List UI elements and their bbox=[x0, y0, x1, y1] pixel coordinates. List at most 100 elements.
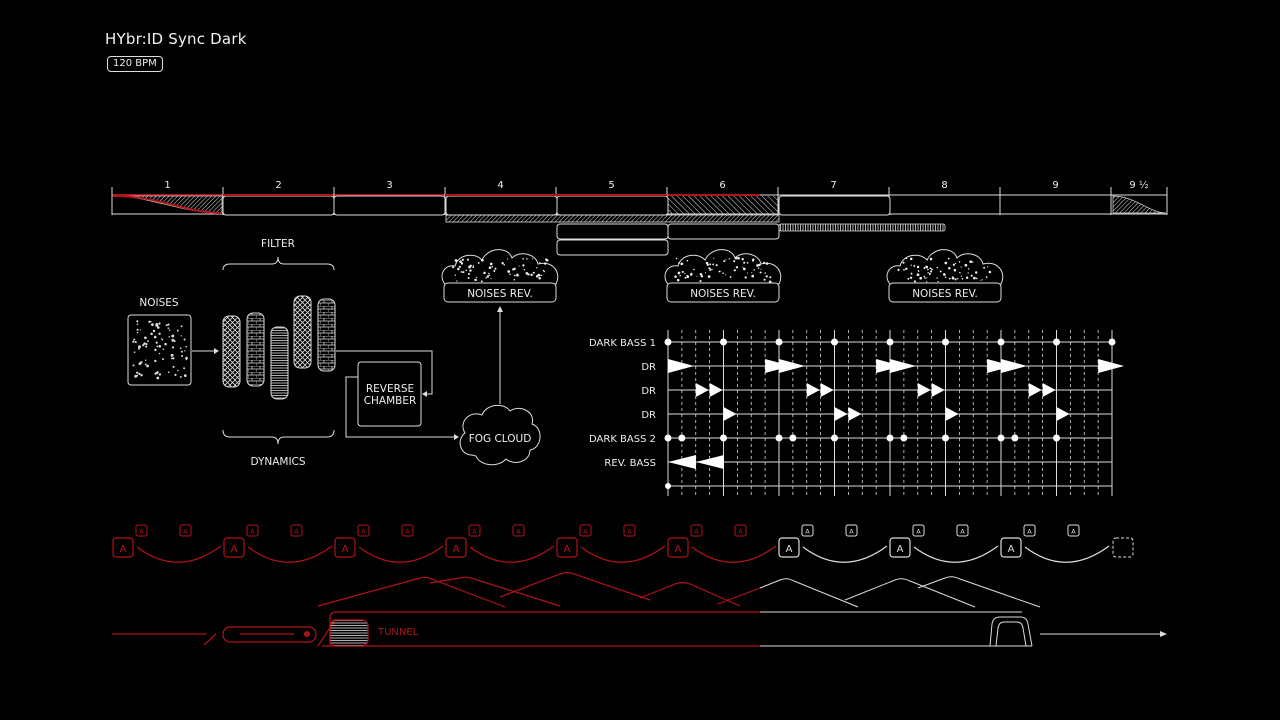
sequencer-hit[interactable] bbox=[820, 383, 834, 397]
filter-stage[interactable] bbox=[317, 298, 336, 372]
clip[interactable] bbox=[556, 223, 669, 240]
automation-marker[interactable] bbox=[223, 537, 245, 558]
envelope-red bbox=[429, 576, 561, 607]
sequencer-hit[interactable] bbox=[1028, 383, 1042, 397]
automation-marker[interactable] bbox=[778, 537, 800, 558]
sequencer-hit[interactable] bbox=[695, 383, 709, 397]
automation-marker[interactable] bbox=[112, 537, 134, 558]
sequencer-step[interactable] bbox=[1011, 434, 1019, 442]
clip[interactable] bbox=[556, 239, 669, 256]
noise-dot bbox=[927, 268, 929, 271]
sequencer-step[interactable] bbox=[942, 434, 949, 442]
clip[interactable] bbox=[556, 195, 669, 216]
sequencer-hit[interactable] bbox=[1001, 359, 1027, 373]
automation-point[interactable] bbox=[956, 524, 969, 537]
clip[interactable] bbox=[333, 195, 446, 216]
automation-point[interactable] bbox=[845, 524, 858, 537]
automation-point[interactable] bbox=[512, 524, 525, 537]
sequencer-step[interactable] bbox=[678, 434, 686, 442]
sequencer-hit[interactable] bbox=[1098, 359, 1125, 373]
automation-point[interactable] bbox=[912, 524, 925, 537]
sequencer-hit[interactable] bbox=[1042, 383, 1056, 397]
sequencer-hit[interactable] bbox=[668, 359, 694, 373]
fog-cloud-module[interactable] bbox=[459, 404, 541, 466]
sequencer-step[interactable] bbox=[1108, 338, 1116, 346]
automation-point[interactable] bbox=[734, 524, 747, 537]
automation-point[interactable] bbox=[246, 524, 259, 537]
noise-dot bbox=[944, 276, 947, 278]
noise-dot bbox=[913, 264, 916, 267]
automation-point[interactable] bbox=[135, 524, 148, 537]
sequencer-step[interactable] bbox=[886, 338, 894, 346]
sequencer-step[interactable] bbox=[775, 434, 783, 442]
sequencer-hit[interactable] bbox=[1056, 407, 1070, 421]
sequencer-hit[interactable] bbox=[779, 359, 805, 373]
sequencer-step[interactable] bbox=[831, 338, 838, 346]
sequencer-hit[interactable] bbox=[931, 383, 945, 397]
automation-point[interactable] bbox=[468, 524, 481, 537]
noises-module[interactable] bbox=[127, 314, 192, 386]
sequencer-hit[interactable] bbox=[876, 359, 903, 373]
sequencer-step[interactable] bbox=[886, 434, 894, 442]
sequencer-hit[interactable] bbox=[945, 407, 959, 421]
sequencer-hit[interactable] bbox=[806, 383, 820, 397]
automation-marker[interactable] bbox=[445, 537, 467, 558]
noises-rev-module[interactable]: NOISES REV. bbox=[441, 249, 559, 303]
noise-dot bbox=[929, 257, 933, 261]
reverse-chamber-module[interactable] bbox=[357, 361, 422, 427]
automation-point[interactable] bbox=[801, 524, 814, 537]
automation-marker[interactable] bbox=[334, 537, 356, 558]
automation-point[interactable] bbox=[623, 524, 636, 537]
sequencer-step[interactable] bbox=[664, 434, 672, 442]
clip[interactable] bbox=[667, 223, 780, 240]
automation-point[interactable] bbox=[579, 524, 592, 537]
sequencer-step[interactable] bbox=[1053, 434, 1060, 442]
noises-rev-module[interactable]: NOISES REV. bbox=[886, 249, 1004, 303]
sequencer-hit[interactable] bbox=[987, 359, 1014, 373]
automation-marker[interactable] bbox=[556, 537, 578, 558]
clip[interactable] bbox=[778, 195, 891, 216]
noises-rev-module[interactable]: NOISES REV. bbox=[664, 249, 782, 303]
filter-stage[interactable] bbox=[246, 312, 265, 387]
automation-marker[interactable] bbox=[889, 537, 911, 558]
sequencer-step[interactable] bbox=[720, 338, 727, 346]
automation-point[interactable] bbox=[179, 524, 192, 537]
automation-point[interactable] bbox=[690, 524, 703, 537]
sequencer-hit[interactable] bbox=[709, 383, 723, 397]
sequencer-step[interactable] bbox=[665, 483, 671, 489]
noise-dot bbox=[709, 263, 712, 266]
sequencer-step[interactable] bbox=[664, 338, 672, 346]
clip[interactable] bbox=[445, 195, 558, 216]
sequencer-hit[interactable] bbox=[723, 407, 737, 421]
sequencer-reverse-hit[interactable] bbox=[668, 455, 696, 469]
sequencer-step[interactable] bbox=[942, 338, 949, 346]
sequencer-step[interactable] bbox=[997, 338, 1005, 346]
automation-point[interactable] bbox=[1067, 524, 1080, 537]
automation-marker[interactable] bbox=[667, 537, 689, 558]
automation-point[interactable] bbox=[401, 524, 414, 537]
sequencer-step[interactable] bbox=[775, 338, 783, 346]
sequencer-step[interactable] bbox=[720, 434, 727, 442]
sequencer-step[interactable] bbox=[997, 434, 1005, 442]
automation-point[interactable] bbox=[1023, 524, 1036, 537]
clip[interactable] bbox=[222, 195, 335, 216]
automation-placeholder[interactable] bbox=[1112, 537, 1134, 558]
automation-point[interactable] bbox=[290, 524, 303, 537]
automation-point[interactable] bbox=[357, 524, 370, 537]
sequencer-hit[interactable] bbox=[834, 407, 848, 421]
sequencer-hit[interactable] bbox=[765, 359, 792, 373]
sequencer-hit[interactable] bbox=[848, 407, 862, 421]
sequencer-hit[interactable] bbox=[917, 383, 931, 397]
noise-dot bbox=[983, 266, 986, 269]
filter-stage[interactable] bbox=[293, 295, 312, 369]
sequencer-hit[interactable] bbox=[890, 359, 916, 373]
sequencer-step[interactable] bbox=[789, 434, 797, 442]
automation-marker[interactable] bbox=[1000, 537, 1022, 558]
filter-stage[interactable] bbox=[270, 326, 289, 400]
filter-stage[interactable] bbox=[222, 315, 241, 388]
sequencer-reverse-hit[interactable] bbox=[696, 455, 724, 469]
sequencer-step[interactable] bbox=[831, 434, 838, 442]
sequencer-step[interactable] bbox=[900, 434, 908, 442]
sequencer-step[interactable] bbox=[1053, 338, 1060, 346]
noise-dot bbox=[455, 263, 457, 265]
